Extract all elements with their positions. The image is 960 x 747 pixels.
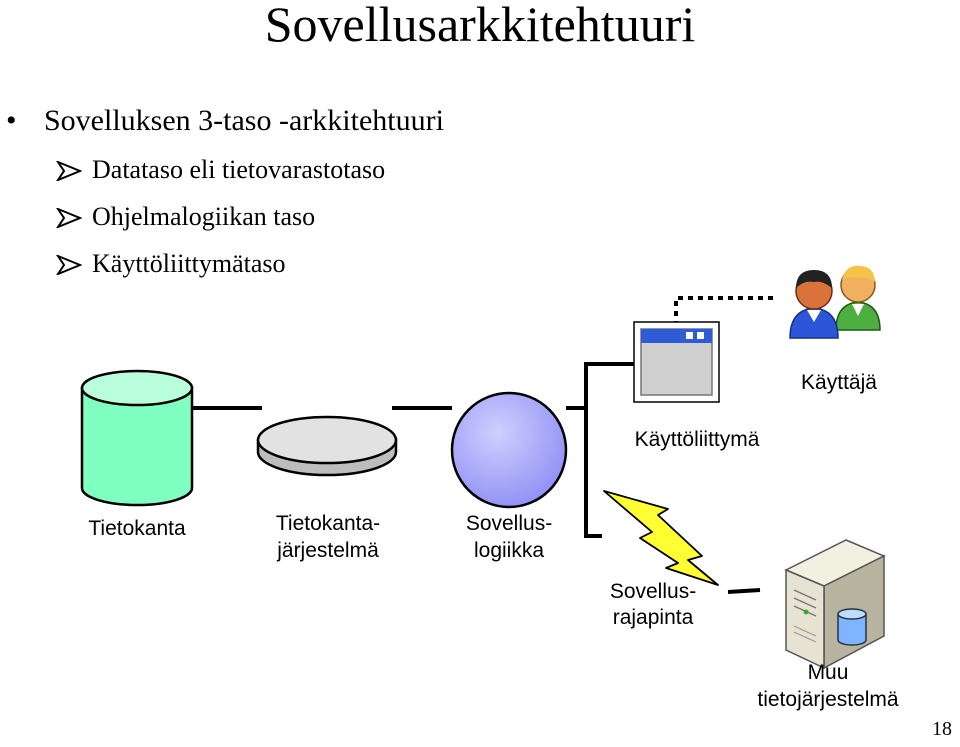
logic-label-line1: Sovellus- [465, 512, 553, 535]
bullet-dot-icon: • [6, 104, 17, 137]
api-label-line1: Sovellus- [609, 580, 697, 603]
api-label-line2: rajapinta [612, 606, 694, 629]
connector-lines [188, 362, 761, 594]
sub-bullet-text: Datataso eli tietovarastotaso [92, 155, 386, 184]
logic-sphere-icon [450, 391, 568, 509]
page-number: 18 [932, 718, 952, 740]
other-system-label-line1: Muu [807, 661, 849, 684]
dbms-label-line1: Tietokanta- [275, 512, 381, 535]
arrow-bullet-icon [56, 161, 82, 181]
sub-bullet-text: Käyttöliittymätaso [92, 249, 286, 278]
arrow-bullet-icon [56, 208, 82, 228]
user-label: Käyttäjä [801, 371, 877, 394]
other-system-label-line2: tietojärjestelmä [757, 688, 899, 711]
ui-label: Käyttöliittymä [634, 428, 760, 451]
main-bullet-text: Sovelluksen 3-taso -arkkitehtuuri [44, 104, 444, 137]
window-icon [633, 321, 720, 403]
database-icon [80, 369, 194, 507]
lightning-icon [603, 490, 719, 586]
arrow-bullet-icon [56, 255, 82, 275]
server-icon [784, 539, 886, 670]
dbms-disk-icon [256, 415, 398, 477]
users-icon [789, 265, 881, 339]
logic-label-line2: logiikka [473, 539, 545, 562]
database-label: Tietokanta [88, 517, 186, 540]
slide-title: Sovellusarkkitehtuuri [264, 0, 696, 52]
sub-bullet-text: Ohjelmalogiikan taso [92, 202, 316, 231]
dbms-label-line2: järjestelmä [277, 539, 379, 562]
